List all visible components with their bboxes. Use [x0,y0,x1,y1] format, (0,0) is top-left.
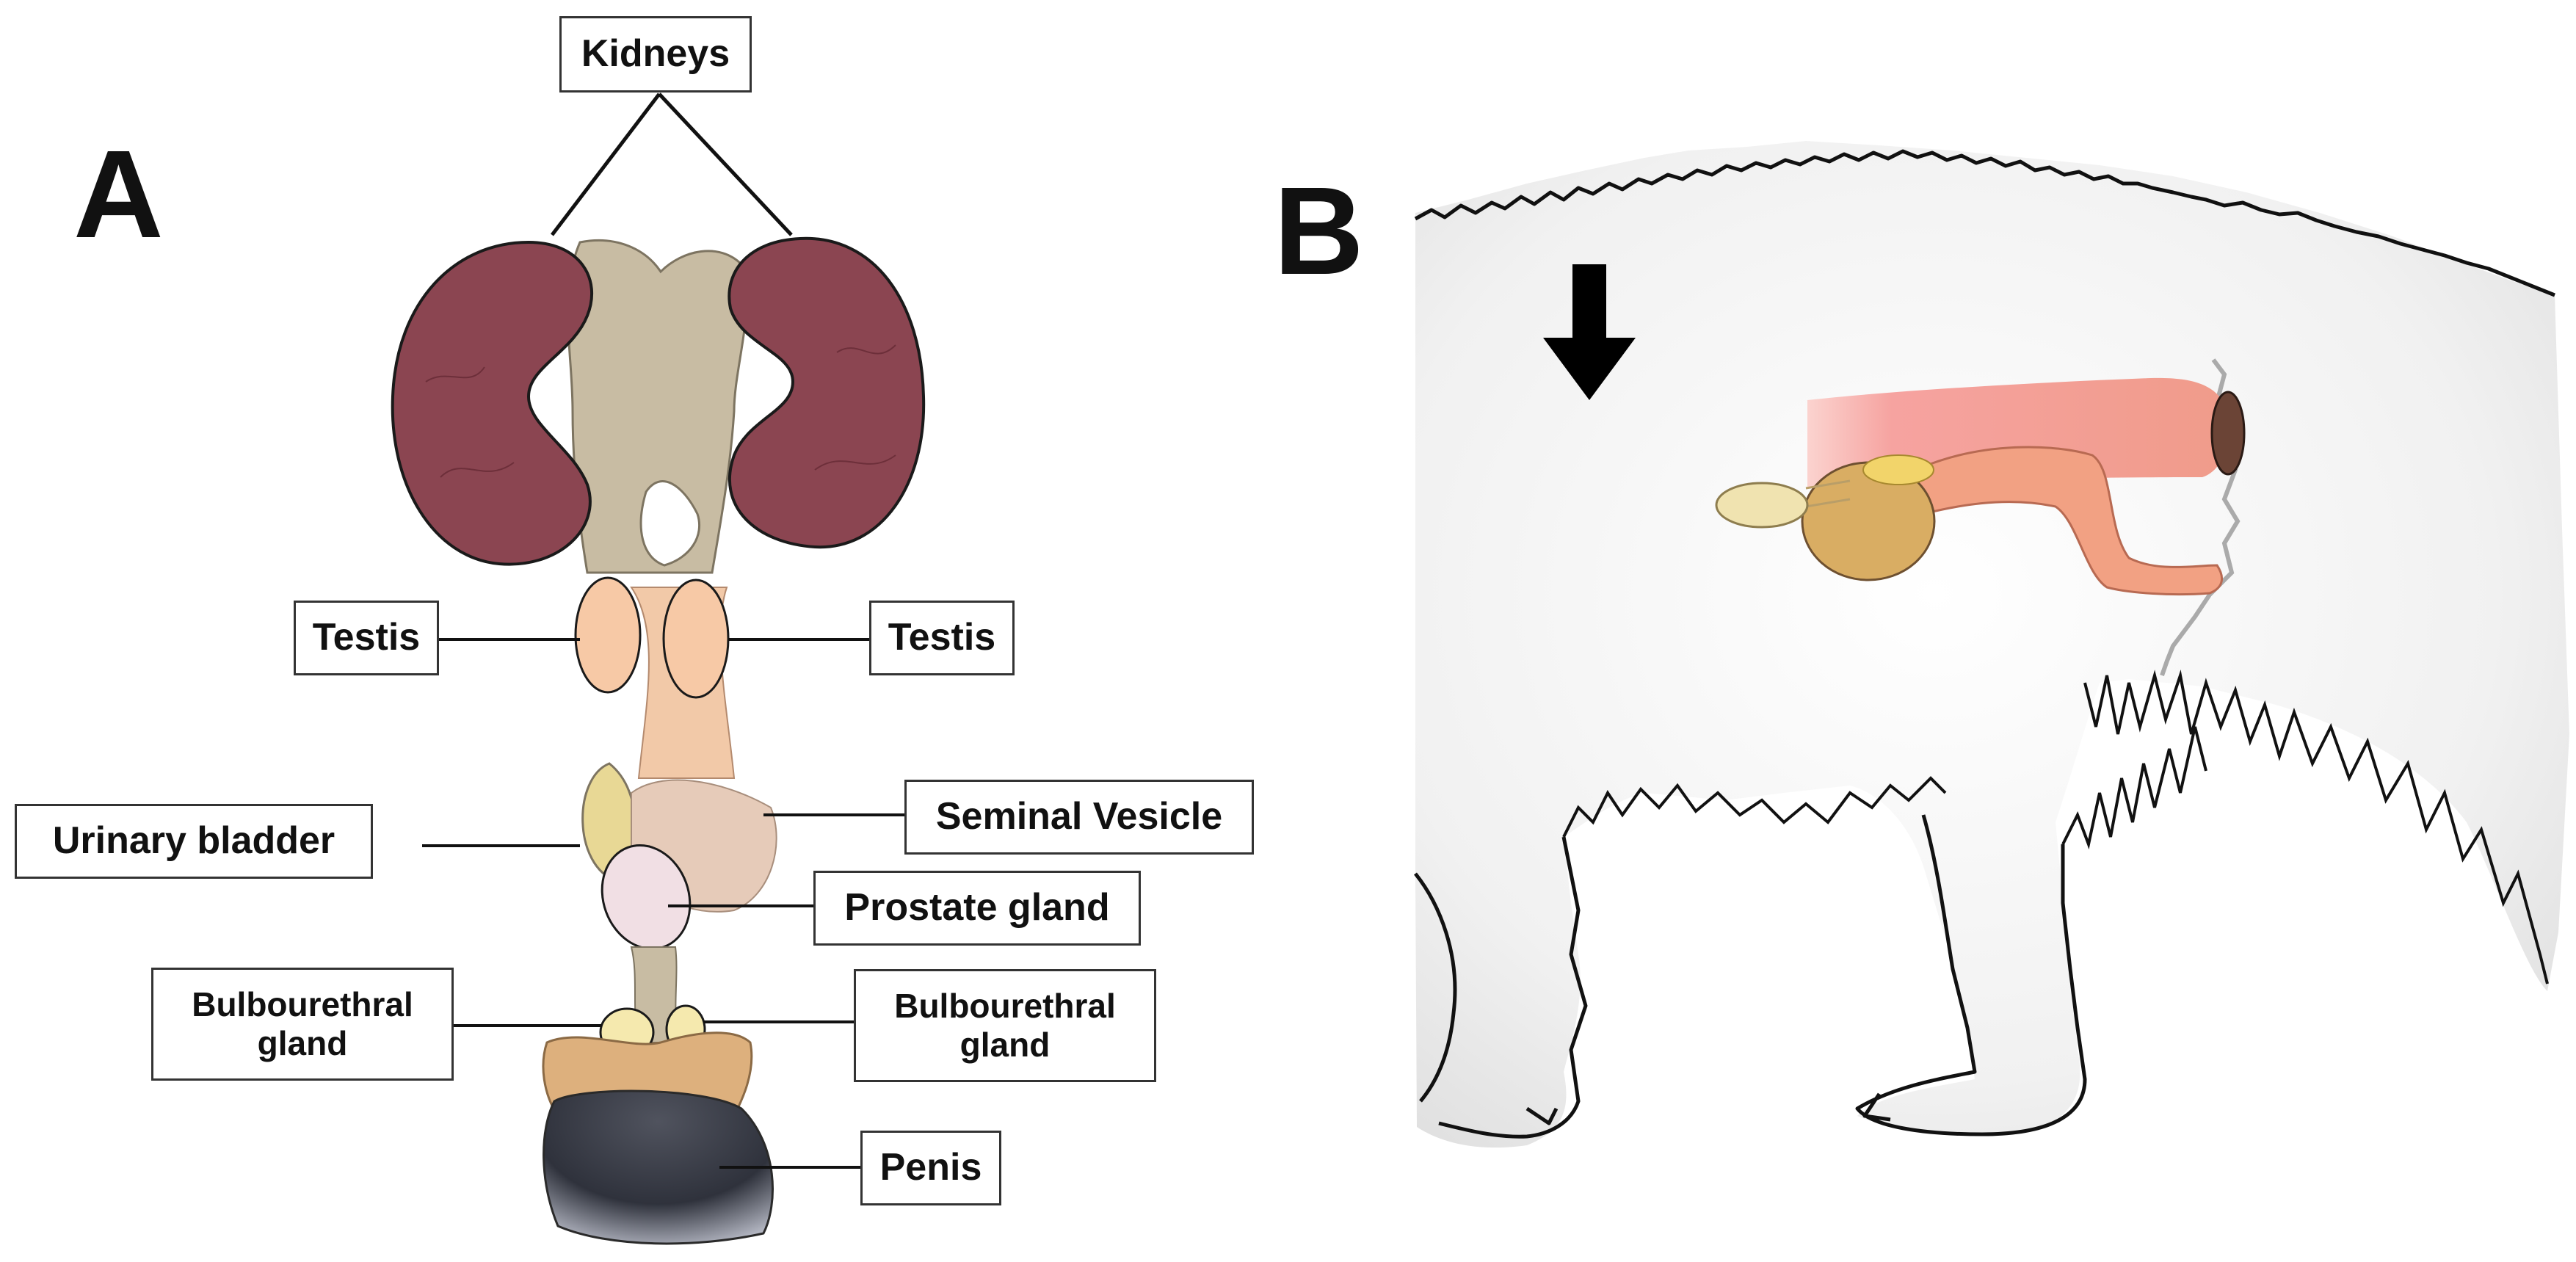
label-testis-left: Testis [294,601,439,675]
testis-b [1715,482,1809,529]
label-urinary-bladder: Urinary bladder [15,804,373,879]
belly-fur-outline [1562,776,1947,838]
testis-right [662,579,730,699]
rectum-opening [2210,391,2246,476]
gland-b [1862,454,1934,485]
urethral-tube [1915,446,2224,596]
animal-body [1415,141,2569,1148]
kidney-left [391,240,594,566]
rear-leg-outline [1855,814,2087,1136]
kidney-leader-right [658,93,793,236]
duct-b [1805,479,1851,508]
testis-left [574,576,642,694]
label-kidneys: Kidneys [559,16,752,93]
panel-label-b: B [1274,162,1364,301]
label-seminal-vesicle: Seminal Vesicle [904,780,1254,855]
label-penis: Penis [860,1131,1001,1205]
front-leg-outline [1414,836,1588,1139]
central-opening [639,480,701,567]
thigh-fur-outline [2083,670,2549,984]
panel-a-anatomy [391,93,926,1245]
central-tissue [566,239,748,574]
panel-label-a: A [73,125,164,264]
rear-leg-fur [2061,726,2207,850]
label-bulbourethral-right: Bulbourethral gland [854,969,1156,1082]
back-fur-outline [1414,149,2555,297]
kidney-leader-left [551,93,661,236]
down-arrow-icon [1543,264,1636,400]
panel-b-animal [1414,141,2569,1148]
penis [543,1089,774,1245]
label-testis-right: Testis [869,601,1015,675]
label-prostate-gland: Prostate gland [813,871,1141,946]
kidney-vein-lines [425,344,896,478]
kidney-right [728,236,926,549]
label-bulbourethral-left: Bulbourethral gland [151,968,454,1081]
